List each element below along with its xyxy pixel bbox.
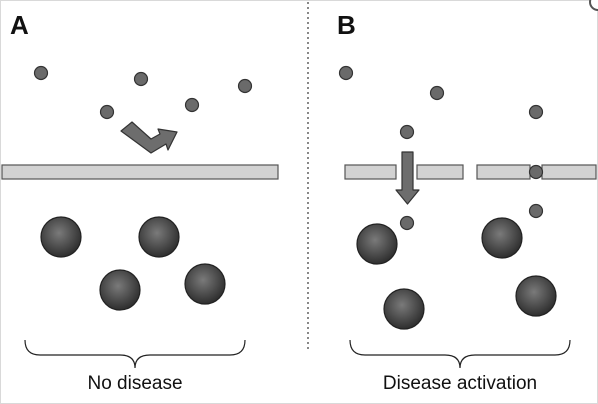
cell xyxy=(481,217,523,259)
panel-b xyxy=(338,65,597,369)
particle xyxy=(184,97,200,113)
panel-b-letter: B xyxy=(337,10,356,40)
particle xyxy=(528,203,544,219)
particle xyxy=(399,215,415,231)
particle xyxy=(99,104,115,120)
cell xyxy=(138,216,180,258)
membrane-segment xyxy=(416,164,464,180)
deflected-arrow-icon xyxy=(120,121,178,154)
cell xyxy=(356,223,398,265)
particle xyxy=(133,71,149,87)
panel-a-caption: No disease xyxy=(87,373,183,394)
corner-handle xyxy=(589,0,598,11)
brace xyxy=(24,339,246,369)
membrane-segment xyxy=(541,164,597,180)
panel-a-letter: A xyxy=(10,10,29,40)
panel-b-caption: Disease activation xyxy=(382,373,538,394)
cell xyxy=(184,263,226,305)
brace xyxy=(349,339,571,369)
membrane-intact xyxy=(1,164,279,180)
particle xyxy=(528,104,544,120)
cell xyxy=(40,216,82,258)
panel-a xyxy=(1,65,279,369)
entry-arrow-icon xyxy=(395,151,420,205)
cell xyxy=(383,288,425,330)
particle xyxy=(33,65,49,81)
particle xyxy=(338,65,354,81)
membrane-segment xyxy=(344,164,397,180)
cell xyxy=(99,269,141,311)
cell xyxy=(515,275,557,317)
particle-in-gap xyxy=(528,164,544,180)
particle xyxy=(429,85,445,101)
particle xyxy=(399,124,415,140)
particle xyxy=(237,78,253,94)
membrane-segment xyxy=(476,164,531,180)
